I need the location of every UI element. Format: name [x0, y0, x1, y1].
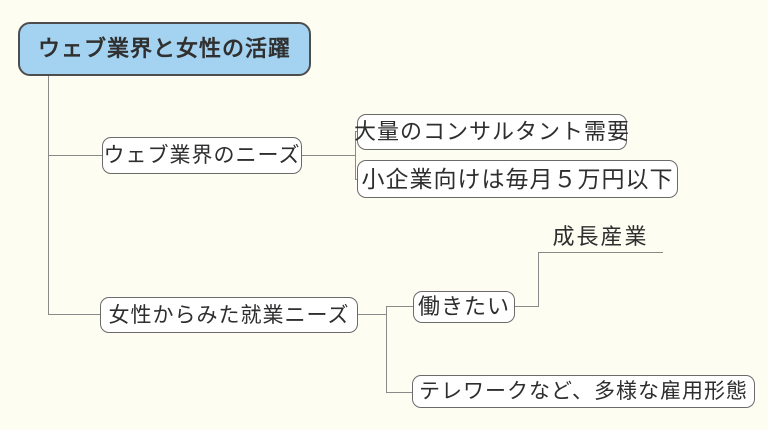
connector-stub-consultant — [355, 131, 358, 132]
connector-web-needs-out — [302, 155, 355, 156]
node-telework-employment-forms[interactable]: テレワークなど、多様な雇用形態 — [412, 375, 755, 408]
node-women-employment-needs[interactable]: 女性からみた就業ニーズ — [100, 297, 358, 333]
node-small-business-price[interactable]: 小企業向けは毎月５万円以下 — [357, 160, 678, 198]
connector-growth-riser — [538, 252, 539, 307]
node-growth-industry[interactable]: 成長産業 — [552, 224, 649, 249]
connector-want-to-work-out — [515, 306, 539, 307]
connector-stub-telework — [386, 392, 412, 393]
node-want-to-work[interactable]: 働きたい — [413, 291, 515, 323]
connector-growth-underline — [538, 252, 663, 253]
node-web-industry-needs[interactable]: ウェブ業界のニーズ — [102, 137, 302, 174]
node-consultant-demand[interactable]: 大量のコンサルタント需要 — [354, 114, 629, 150]
connector-web-needs-split — [355, 131, 356, 180]
connector-stub-want-to-work — [386, 306, 413, 307]
connector-women-needs-out — [358, 314, 386, 315]
connector-root-to-women-needs — [48, 314, 100, 315]
node-root[interactable]: ウェブ業界と女性の活躍 — [18, 22, 311, 76]
connector-root-to-web-needs — [48, 155, 102, 156]
connector-stub-small-business — [355, 179, 358, 180]
connector-women-needs-split — [386, 306, 387, 393]
connector-trunk-vertical — [48, 76, 49, 315]
